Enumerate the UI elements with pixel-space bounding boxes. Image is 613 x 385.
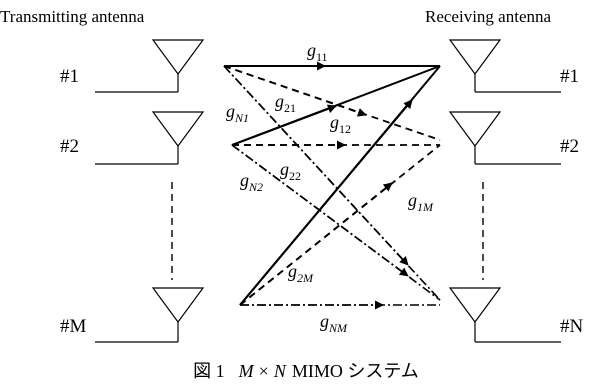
links-from-txm [239,65,441,310]
label-gNM: gNM [320,311,348,335]
rx-antenna-1 [448,39,561,93]
rx-port-n: #N [560,316,584,337]
rx-port-1: #1 [560,66,579,87]
label-gN2: gN2 [240,170,263,194]
link-tx1-rxn-arrow [223,65,409,266]
link-txm-rx2-arrow [239,182,393,306]
rx-antenna-n [448,287,561,343]
tx-antenna-1 [95,39,205,93]
label-g2M: g2M [288,261,314,285]
tx-port-1: #1 [60,66,79,87]
link-txm-rx1-arrow [239,99,413,306]
tx-antenna-2 [95,111,205,165]
label-g1M: g1M [408,190,434,214]
link-tx1-rx2-arrow [223,65,367,117]
tx-title: Transmitting antenna [0,7,145,26]
rx-antenna-2 [448,111,561,165]
label-g11: g11 [307,40,328,64]
links-from-tx1 [223,61,441,301]
rx-port-2: #2 [560,136,579,157]
tx-port-m: #M [60,316,87,337]
label-g22: g22 [280,159,301,183]
tx-port-2: #2 [60,136,79,157]
tx-antenna-m [95,287,205,343]
rx-title: Receiving antenna [425,7,551,26]
label-gN1: gN1 [226,101,249,125]
label-g12: g12 [330,112,351,136]
label-g21: g21 [275,91,296,115]
links-from-tx2 [231,65,441,301]
link-tx2-rx1-arrow [231,104,337,146]
